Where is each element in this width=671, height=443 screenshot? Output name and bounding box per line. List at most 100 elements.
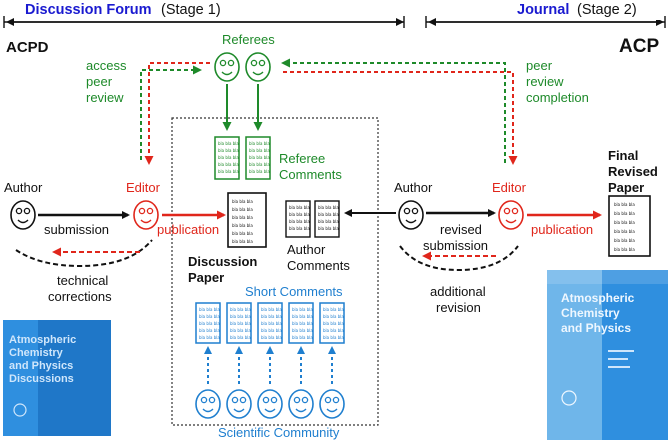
svg-text:bla bla bla: bla bla bla [323,335,344,340]
right-editor-icon [498,200,524,230]
egu-logo-icon [13,403,27,417]
svg-text:bla bla bla: bla bla bla [261,314,282,319]
svg-text:bla bla bla: bla bla bla [249,169,270,174]
stage1-header: Discussion Forum (Stage 1) [3,0,405,28]
acpd-cover-line3: and Physics [9,360,73,372]
svg-text:bla bla bla: bla bla bla [261,321,282,326]
svg-text:bla bla bla: bla bla bla [230,307,251,312]
svg-text:bla bla bla: bla bla bla [199,321,220,326]
access-arrow-up [140,65,202,160]
final-paper-label-2: Revised [608,164,658,179]
left-publication-label: publication [157,222,219,237]
svg-text:bla bla bla: bla bla bla [614,202,635,207]
svg-text:bla bla bla: bla bla bla [261,307,282,312]
referee-face-icon [214,52,240,82]
stage2-title: Journal [517,2,569,18]
scientific-community [195,346,345,419]
community-face-icon [257,389,283,419]
short-comment-docs: bla bla bla bla bla bla bla bla bla bla bla… [195,302,345,344]
technical-label-1: technical [57,273,108,288]
additional-label-2: revision [436,300,481,315]
discussion-paper-label-2: Paper [188,270,224,285]
left-editor-label: Editor [126,180,161,195]
submission-label: submission [44,222,109,237]
short-comment-doc: bla bla bla bla bla bla bla bla bla bla bla… [257,302,283,344]
community-face-icon [226,389,252,419]
author-comments-label-2: Comments [287,258,350,273]
svg-text:bla bla bla: bla bla bla [292,328,313,333]
svg-text:bla bla bla: bla bla bla [218,141,239,146]
completion-label-2: review [526,74,564,89]
stage1-label: (Stage 1) [161,2,221,18]
svg-text:bla bla bla: bla bla bla [230,321,251,326]
completion-arrow-up [281,58,506,163]
svg-text:bla bla bla: bla bla bla [199,335,220,340]
access-label-1: access [86,58,127,73]
acp-cover: Atmospheric Chemistry and Physics [547,270,668,440]
svg-text:bla bla bla: bla bla bla [249,155,270,160]
final-paper-label-3: Paper [608,180,644,195]
acpd-cover-line4: Discussions [9,373,74,385]
access-arrow-down [144,62,210,165]
svg-text:bla bla bla: bla bla bla [232,231,253,236]
svg-text:bla bla bla: bla bla bla [218,155,239,160]
short-comment-doc: bla bla bla bla bla bla bla bla bla bla bla… [288,302,314,344]
community-face-icon [319,389,345,419]
svg-text:bla bla bla: bla bla bla [218,148,239,153]
referee-comments-label-2: Comments [279,167,342,182]
discussion-paper-label-1: Discussion [188,254,257,269]
acpd-cover: Atmospheric Chemistry and Physics Discus… [3,320,111,436]
additional-label-1: additional [430,284,486,299]
egu-logo-icon [561,390,577,406]
svg-text:bla bla bla: bla bla bla [230,314,251,319]
author-comments-label-1: Author [287,242,326,257]
right-author-label: Author [394,180,433,195]
short-comment-doc: bla bla bla bla bla bla bla bla bla bla bla… [319,302,345,344]
svg-text:bla bla bla: bla bla bla [261,335,282,340]
scientific-community-label: Scientific Community [218,425,340,440]
svg-text:bla bla bla: bla bla bla [261,328,282,333]
svg-text:bla bla bla: bla bla bla [318,205,339,210]
discussion-box [171,117,379,426]
community-face-icon [195,389,221,419]
technical-label-2: corrections [48,289,112,304]
right-author-icon [398,200,424,230]
left-editor-icon [133,200,159,230]
svg-text:bla bla bla: bla bla bla [323,321,344,326]
access-label-3: review [86,90,124,105]
right-editor-label: Editor [492,180,527,195]
svg-text:bla bla bla: bla bla bla [199,328,220,333]
svg-text:bla bla bla: bla bla bla [292,321,313,326]
left-author-label: Author [4,180,43,195]
community-face-icon [288,389,314,419]
acpd-cover-line2: Chemistry [9,347,64,359]
revised-label-2: submission [423,238,488,253]
svg-text:bla bla bla: bla bla bla [289,205,310,210]
svg-text:bla bla bla: bla bla bla [292,314,313,319]
stage2-header: Journal (Stage 2) [425,0,666,28]
completion-label-3: completion [526,90,589,105]
right-publication-label: publication [531,222,593,237]
svg-text:bla bla bla: bla bla bla [232,199,253,204]
acpd-label: ACPD [6,39,49,56]
referees-label: Referees [222,32,275,47]
svg-text:bla bla bla: bla bla bla [614,211,635,216]
acp-cover-line3: and Physics [561,321,631,335]
svg-text:bla bla bla: bla bla bla [292,307,313,312]
final-paper-label-1: Final [608,148,638,163]
acp-label: ACP [619,36,659,57]
svg-text:bla bla bla: bla bla bla [232,223,253,228]
svg-text:bla bla bla: bla bla bla [249,162,270,167]
acp-cover-line1: Atmospheric [561,291,635,305]
svg-text:bla bla bla: bla bla bla [323,307,344,312]
svg-text:bla bla bla: bla bla bla [614,229,635,234]
svg-text:bla bla bla: bla bla bla [230,335,251,340]
svg-text:bla bla bla: bla bla bla [323,314,344,319]
svg-text:bla bla bla: bla bla bla [289,212,310,217]
svg-text:bla bla bla: bla bla bla [289,219,310,224]
stage2-label: (Stage 2) [577,2,637,18]
